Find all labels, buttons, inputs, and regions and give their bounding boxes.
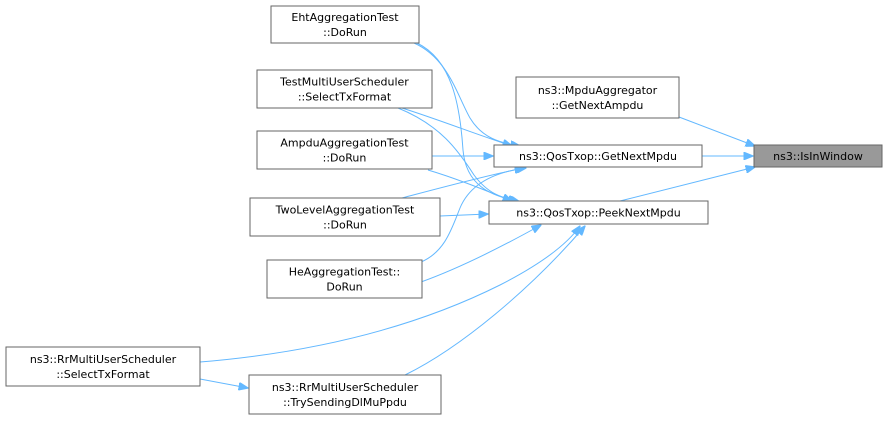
node-label-line-2: ::TrySendingDlMuPpdu [283,396,407,409]
edge-peek-next-mpdu-to-is-in-window [619,167,755,202]
edge-he-aggregation-test-to-get-next-mpdu [420,168,526,263]
edge-ampdu-aggregation-test-to-peek-next-mpdu [427,169,512,201]
edge-rr-select-tx-format-to-try-sending-dl-mu-ppdu [199,378,248,388]
node-test-multi-user-scheduler-select-tx-format[interactable]: TestMultiUserScheduler ::SelectTxFormat [256,69,433,109]
node-is-in-window-focus: ns3::IsInWindow [753,144,883,168]
node-box [249,197,441,237]
node-rr-multi-user-scheduler-select-tx-format[interactable]: ns3::RrMultiUserScheduler ::SelectTxForm… [5,346,201,387]
node-label-line-1: ns3::RrMultiUserScheduler [272,381,419,394]
node-box [270,5,420,44]
node-rr-multi-user-scheduler-try-sending-dl-mu-ppdu[interactable]: ns3::RrMultiUserScheduler ::TrySendingDl… [248,374,442,415]
node-box [266,259,423,299]
node-label-line-2: ::DoRun [323,152,367,165]
edge-two-level-aggregation-test-to-peek-next-mpdu [439,214,488,216]
node-label-line-2: ::GetNextAmpdu [552,99,644,112]
node-label-line-1: ns3::MpduAggregator [538,84,658,97]
node-label-line-2: DoRun [326,281,362,294]
node-ampdu-aggregation-test-do-run[interactable]: AmpduAggregationTest ::DoRun [256,130,433,170]
node-label: ns3::QosTxop::GetNextMpdu [519,150,677,163]
edge-rr-select-tx-format-to-peek-next-mpdu [199,226,580,363]
node-label-line-2: ::DoRun [323,26,367,39]
focus-node-label: ns3::IsInWindow [773,150,863,163]
node-label-line-1: TestMultiUserScheduler [279,76,409,89]
node-label: ns3::QosTxop::PeekNextMpdu [516,207,680,220]
edges [199,42,755,388]
node-he-aggregation-test-do-run[interactable]: HeAggregationTest:: DoRun [266,259,423,299]
node-box [256,130,433,170]
edge-eht-aggregation-test-to-peek-next-mpdu [416,42,518,201]
node-box [515,76,680,119]
node-label-line-1: ns3::RrMultiUserScheduler [30,353,177,366]
node-label-line-2: ::SelectTxFormat [56,368,150,381]
edge-test-multi-user-scheduler-to-get-next-mpdu [401,107,512,146]
node-label-line-2: ::DoRun [323,219,367,232]
node-label-line-1: TwoLevelAggregationTest [275,204,415,217]
node-qos-txop-peek-next-mpdu[interactable]: ns3::QosTxop::PeekNextMpdu [488,200,709,225]
edge-he-aggregation-test-to-peek-next-mpdu [420,225,541,283]
node-box [248,374,442,415]
focus-node-box [753,144,883,168]
node-label-line-2: ::SelectTxFormat [298,91,392,104]
node-two-level-aggregation-test-do-run[interactable]: TwoLevelAggregationTest ::DoRun [249,197,441,237]
edge-try-sending-dl-mu-ppdu-to-peek-next-mpdu [404,226,585,376]
node-label-line-1: EhtAggregationTest [291,11,399,24]
node-box [5,346,201,387]
node-box [488,200,709,225]
node-box [256,69,433,109]
node-box [493,144,703,168]
edge-get-next-ampdu-to-is-in-window [678,116,755,146]
node-mpdu-aggregator-get-next-ampdu[interactable]: ns3::MpduAggregator ::GetNextAmpdu [515,76,680,119]
node-eht-aggregation-test-do-run[interactable]: EhtAggregationTest ::DoRun [270,5,420,44]
node-qos-txop-get-next-mpdu[interactable]: ns3::QosTxop::GetNextMpdu [493,144,703,168]
node-label-line-1: HeAggregationTest:: [289,266,400,279]
node-label-line-1: AmpduAggregationTest [280,137,409,150]
